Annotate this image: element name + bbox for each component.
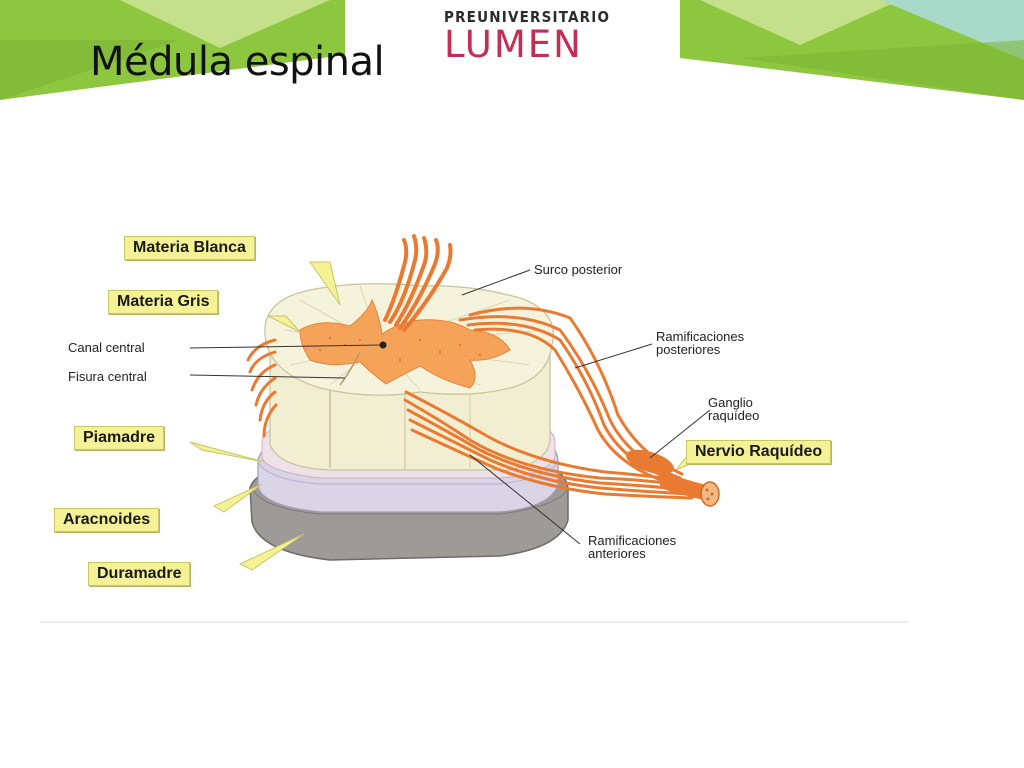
logo-subtitle: PREUNIVERSITARIO bbox=[444, 8, 611, 26]
label-materia-blanca: Materia Blanca bbox=[124, 236, 255, 260]
label-canal-central: Canal central bbox=[68, 340, 145, 355]
central-canal-dot bbox=[379, 341, 387, 349]
label-surco-posterior: Surco posterior bbox=[534, 262, 623, 277]
decor-top-left bbox=[0, 0, 345, 100]
ganglion bbox=[626, 449, 674, 475]
decor-top-right bbox=[680, 0, 1024, 100]
label-ramificaciones-anteriores-line2: anteriores bbox=[588, 546, 646, 561]
label-ganglio-line2: raquídeo bbox=[708, 408, 760, 423]
label-ramificaciones-posteriores-line1: Ramificaciones bbox=[656, 329, 745, 344]
label-nervio-raquideo: Nervio Raquídeo bbox=[686, 440, 832, 464]
leader-lines bbox=[189, 261, 711, 571]
label-ramificaciones-posteriores-line2: posteriores bbox=[656, 342, 721, 357]
label-materia-gris: Materia Gris bbox=[108, 290, 219, 314]
label-ganglio-line1: Ganglio bbox=[708, 395, 753, 410]
spinal-cord-diagram bbox=[246, 234, 720, 561]
anterior-root bbox=[403, 390, 694, 500]
left-rootlets bbox=[246, 338, 278, 438]
slide-title: Médula espinal bbox=[90, 39, 385, 85]
label-ramificaciones-anteriores-line1: Ramificaciones bbox=[588, 533, 677, 548]
posterior-rootlets bbox=[383, 234, 453, 332]
label-piamadre: Piamadre bbox=[74, 426, 165, 450]
label-duramadre: Duramadre bbox=[88, 562, 191, 586]
lumen-logo: PREUNIVERSITARIO LUMEN bbox=[444, 8, 611, 66]
label-aracnoides: Aracnoides bbox=[54, 508, 160, 532]
label-fisura-central: Fisura central bbox=[68, 369, 147, 384]
grey-matter bbox=[299, 298, 511, 389]
logo-wordmark: LUMEN bbox=[444, 23, 583, 66]
